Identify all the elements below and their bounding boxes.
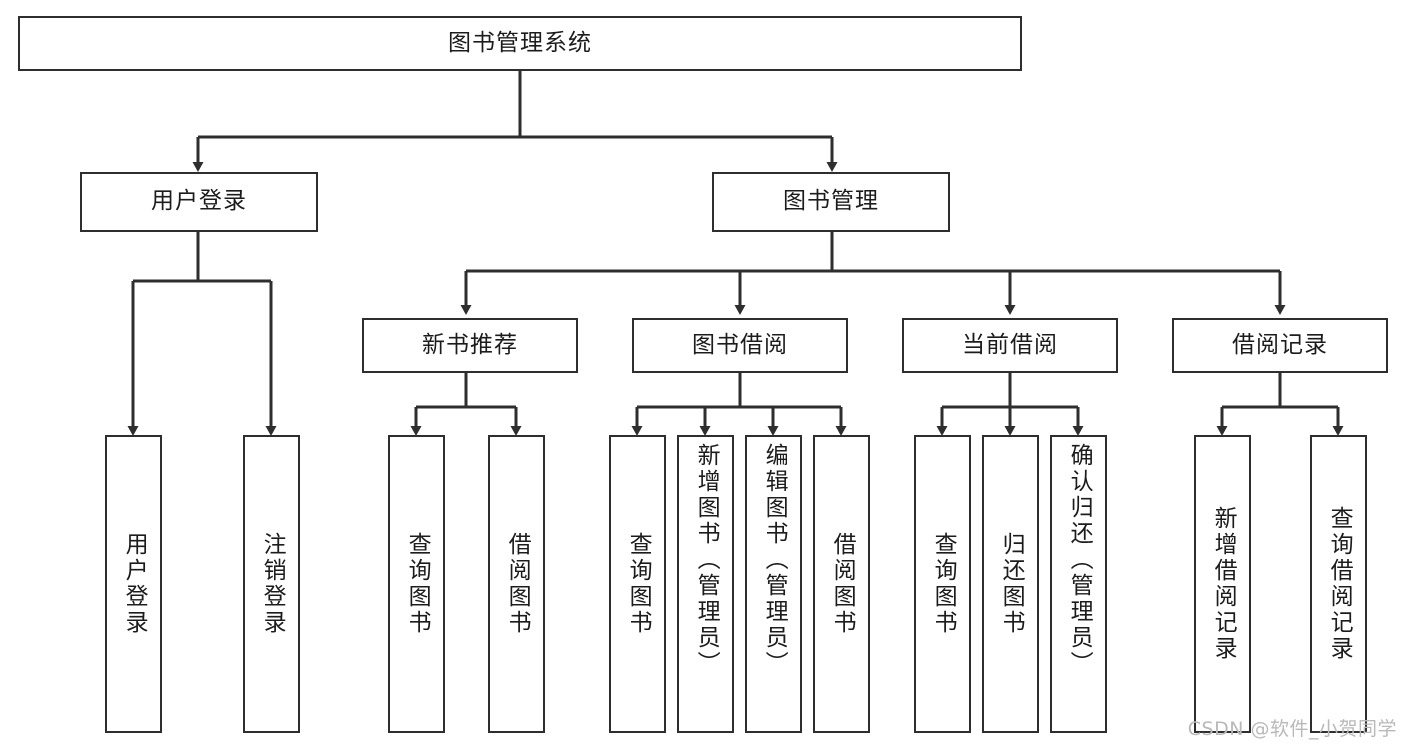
node-label: 图书管理系统 bbox=[448, 29, 592, 56]
leaf-label: 新增借阅记录 bbox=[1210, 506, 1237, 662]
leaf-current-borrow-confirm-return[interactable]: 确认归还（管理员） bbox=[1050, 435, 1107, 733]
node-user-login[interactable]: 用户登录 bbox=[80, 172, 318, 232]
leaf-book-borrow-edit[interactable]: 编辑图书（管理员） bbox=[745, 435, 802, 733]
node-label: 当前借阅 bbox=[962, 331, 1058, 358]
node-label: 用户登录 bbox=[151, 188, 247, 215]
node-current-borrow[interactable]: 当前借阅 bbox=[902, 318, 1118, 373]
leaf-label: 注销登录 bbox=[259, 532, 286, 636]
leaf-borrow-record-add[interactable]: 新增借阅记录 bbox=[1194, 435, 1251, 733]
leaf-user-login-logout[interactable]: 注销登录 bbox=[243, 435, 300, 733]
leaf-book-borrow-add[interactable]: 新增图书（管理员） bbox=[677, 435, 734, 733]
leaf-label: 查询借阅记录 bbox=[1326, 506, 1353, 662]
node-label: 借阅记录 bbox=[1232, 331, 1328, 358]
leaf-book-borrow-borrow[interactable]: 借阅图书 bbox=[813, 435, 870, 733]
leaf-label: 归还图书 bbox=[998, 532, 1025, 636]
node-new-book-recommend[interactable]: 新书推荐 bbox=[362, 318, 578, 373]
leaf-new-book-query[interactable]: 查询图书 bbox=[388, 435, 445, 733]
node-borrow-record[interactable]: 借阅记录 bbox=[1172, 318, 1388, 373]
leaf-new-book-borrow[interactable]: 借阅图书 bbox=[488, 435, 545, 733]
leaf-label: 查询图书 bbox=[625, 532, 652, 636]
node-book-management[interactable]: 图书管理 bbox=[712, 172, 950, 232]
leaf-book-borrow-query[interactable]: 查询图书 bbox=[609, 435, 666, 733]
node-label: 图书借阅 bbox=[692, 331, 788, 358]
leaf-label: 确认归还（管理员） bbox=[1066, 443, 1093, 677]
leaf-borrow-record-query[interactable]: 查询借阅记录 bbox=[1310, 435, 1367, 733]
node-root-book-management-system[interactable]: 图书管理系统 bbox=[18, 16, 1022, 71]
leaf-label: 借阅图书 bbox=[504, 532, 531, 636]
leaf-label: 用户登录 bbox=[121, 532, 148, 636]
node-label: 新书推荐 bbox=[422, 331, 518, 358]
leaf-label: 新增图书（管理员） bbox=[693, 443, 720, 677]
watermark: CSDN @软件_小贺同学 bbox=[1187, 718, 1397, 740]
node-label: 图书管理 bbox=[783, 188, 879, 215]
leaf-current-borrow-return[interactable]: 归还图书 bbox=[982, 435, 1039, 733]
leaf-label: 查询图书 bbox=[930, 532, 957, 636]
leaf-user-login-login[interactable]: 用户登录 bbox=[105, 435, 162, 733]
leaf-current-borrow-query[interactable]: 查询图书 bbox=[914, 435, 971, 733]
leaf-label: 查询图书 bbox=[404, 532, 431, 636]
node-book-borrow[interactable]: 图书借阅 bbox=[632, 318, 848, 373]
leaf-label: 借阅图书 bbox=[829, 532, 856, 636]
leaf-label: 编辑图书（管理员） bbox=[761, 443, 788, 677]
